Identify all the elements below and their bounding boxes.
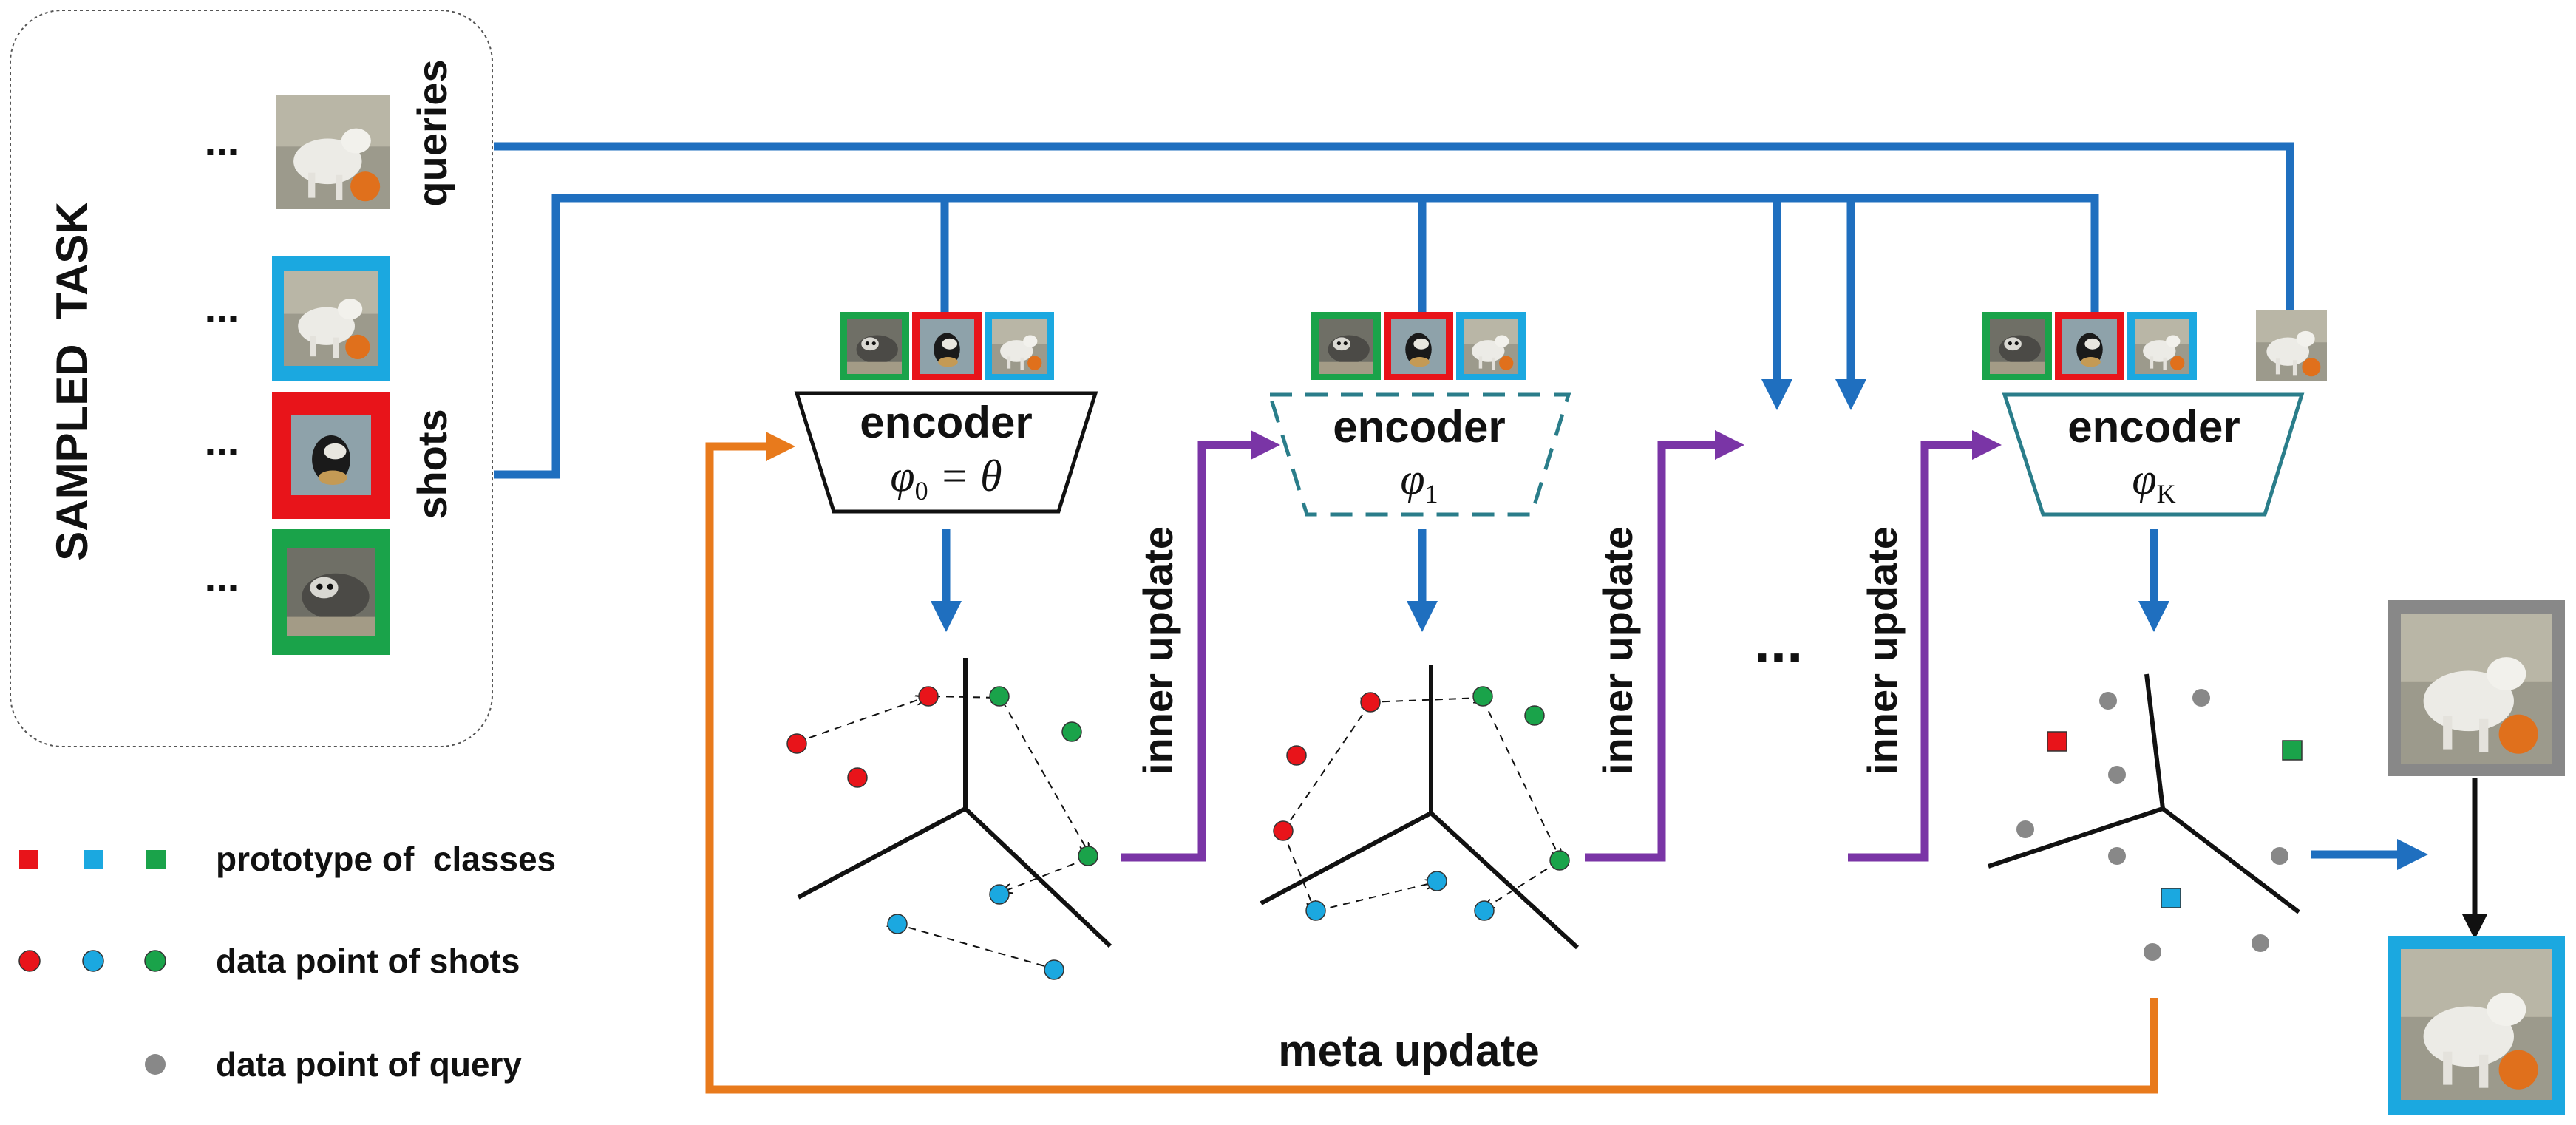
inner-update-arrows	[1121, 430, 2002, 862]
encoder-k: encoder φK	[2002, 392, 2305, 517]
encoder-0-label: encoder	[860, 398, 1032, 447]
shot-image-green	[272, 529, 390, 655]
legend-prototype: prototype of classes	[19, 840, 556, 878]
middle-ellipsis: ...	[1754, 609, 1804, 675]
sampled-task-panel: SAMPLED TASK queries shots ... ... ... .…	[10, 10, 493, 747]
encoder-k-param: φK	[2132, 455, 2175, 509]
legend-query: data point of query	[145, 1045, 522, 1084]
output-labeled-image	[2388, 936, 2565, 1115]
photo-thumbnail-icon	[291, 415, 371, 495]
sampled-task-title: SAMPLED TASK	[47, 202, 97, 561]
meta-update-arrow	[705, 432, 2158, 1094]
shot-strip-1	[840, 312, 1054, 380]
ellipsis-shot-green: ...	[205, 554, 239, 600]
photo-thumbnail-icon	[2401, 949, 2552, 1100]
legend-prototype-label: prototype of classes	[216, 840, 556, 878]
ellipsis-shot-blue: ...	[205, 285, 239, 331]
meta-update-label: meta update	[1278, 1026, 1539, 1075]
blue-routing-lines	[494, 142, 2305, 479]
photo-thumbnail-icon	[287, 548, 375, 636]
shot-strip-2	[1311, 312, 1526, 380]
legend-query-label: data point of query	[216, 1045, 522, 1084]
shot-strip-3	[1982, 312, 2197, 380]
photo-thumbnail-icon	[2401, 614, 2552, 764]
legend-shots: data point of shots	[18, 942, 520, 980]
shot-image-blue	[272, 256, 390, 381]
encoder-0: encoder φ0 = θ	[794, 391, 1098, 514]
inner-update-label-1: inner update	[1135, 526, 1181, 775]
ellipsis-shot-red: ...	[205, 418, 239, 464]
legend-shots-label: data point of shots	[216, 942, 520, 980]
embedding-space-2	[1260, 665, 1580, 950]
output-query-image	[2388, 600, 2565, 776]
encoder-0-param: φ0 = θ	[890, 452, 1002, 506]
sampled-task-border	[10, 10, 493, 747]
encoder-1-param: φ1	[1400, 455, 1438, 509]
inner-update-label-3: inner update	[1859, 526, 1906, 775]
ellipsis-queries: ...	[205, 118, 239, 164]
encoder-k-label: encoder	[2067, 402, 2240, 452]
query-image	[276, 95, 390, 209]
photo-thumbnail-icon	[276, 95, 390, 209]
embedding-space-1	[786, 658, 1112, 980]
shot-image-red	[272, 392, 390, 519]
encoder-1: encoder φ1	[1267, 392, 1571, 517]
encoder-1-label: encoder	[1333, 402, 1505, 452]
query-thumb-stage-k	[2256, 310, 2327, 381]
inner-update-label-2: inner update	[1594, 526, 1641, 775]
embedding-space-final	[1988, 673, 2303, 961]
queries-label: queries	[409, 59, 455, 206]
shots-line	[494, 194, 2110, 479]
encoder-down-arrows	[931, 529, 2169, 632]
shots-label: shots	[409, 409, 455, 519]
queries-line	[494, 142, 2305, 347]
legend: prototype of classes data point of shots…	[18, 840, 556, 1084]
photo-thumbnail-icon	[284, 271, 378, 366]
photo-thumbnail-icon	[2256, 310, 2327, 381]
